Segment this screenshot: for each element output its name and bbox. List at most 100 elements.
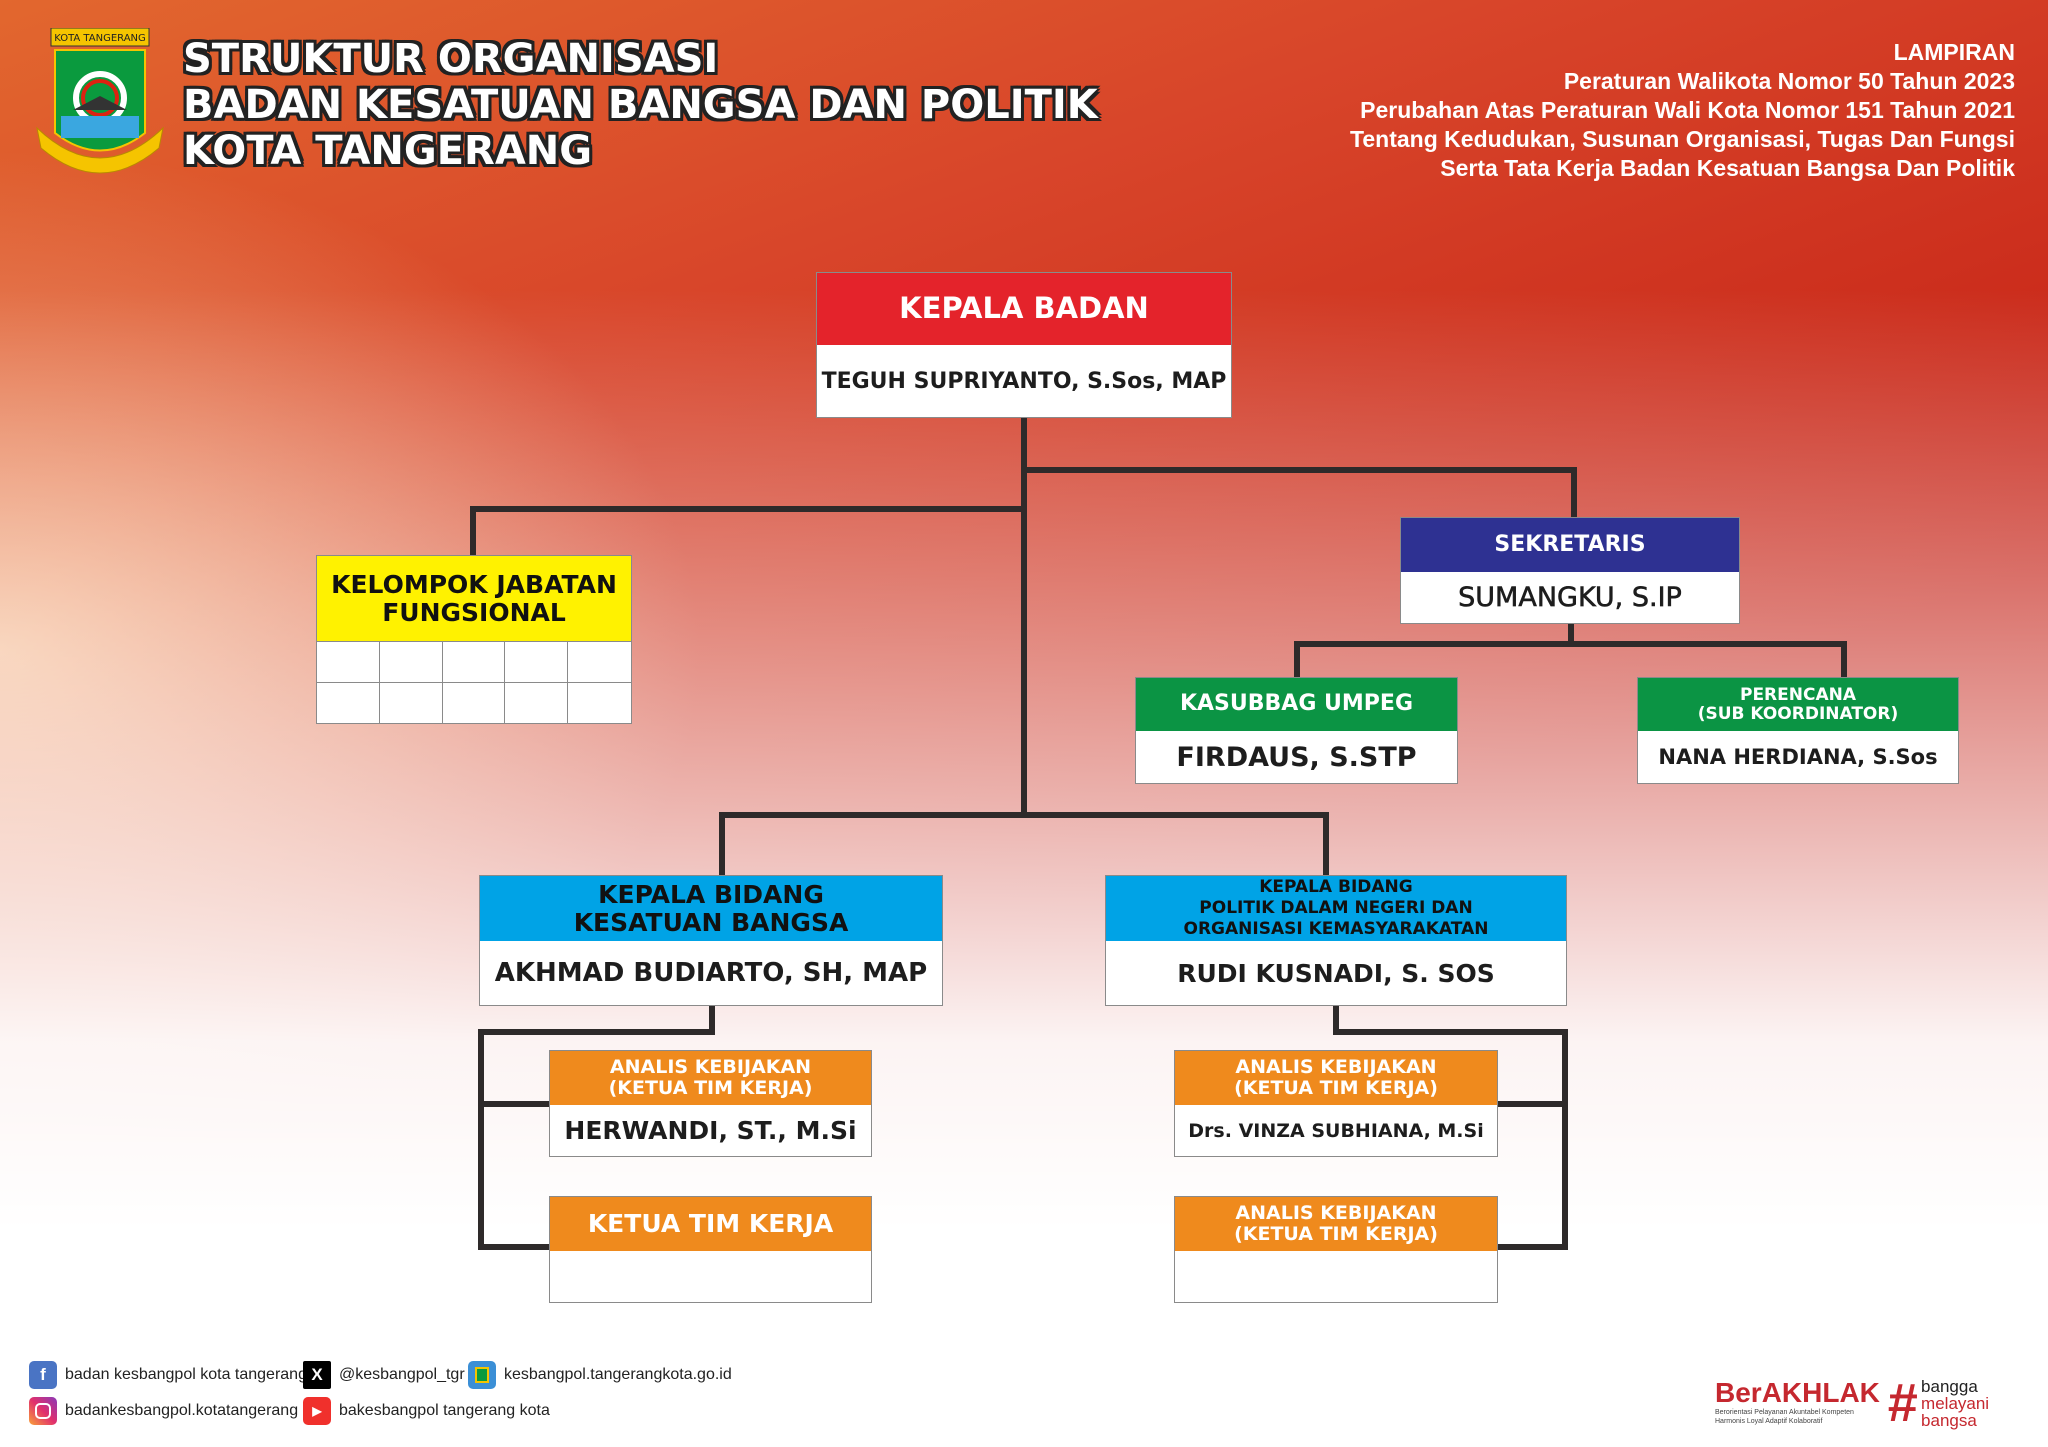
kota-tangerang-logo: KOTA TANGERANG xyxy=(33,27,167,183)
connector xyxy=(470,506,476,555)
position-title: KETUA TIM KERJA xyxy=(550,1197,871,1251)
reference-line: Perubahan Atas Peraturan Wali Kota Nomor… xyxy=(1360,97,2015,123)
reference-line: Serta Tata Kerja Badan Kesatuan Bangsa D… xyxy=(1440,155,2015,181)
bangga-line: melayani xyxy=(1921,1393,1990,1413)
connector xyxy=(1498,1101,1568,1107)
title-line-2: BADAN KESATUAN BANGSA DAN POLITIK xyxy=(183,82,1098,128)
title-line: (KETUA TIM KERJA) xyxy=(1234,1077,1438,1099)
connector xyxy=(478,1029,484,1250)
berakhlak-tagline: Harmonis Loyal Adaptif Kolaboratif xyxy=(1715,1418,1823,1425)
title-line: ANALIS KEBIJAKAN xyxy=(1235,1202,1437,1225)
position-holder: FIRDAUS, S.STP xyxy=(1176,741,1417,773)
page-title: STRUKTUR ORGANISASI BADAN KESATUAN BANGS… xyxy=(183,36,1098,174)
social-text: @kesbangpol_tgr xyxy=(339,1366,465,1383)
title-line: (KETUA TIM KERJA) xyxy=(1234,1223,1438,1245)
reference-line: Peraturan Walikota Nomor 50 Tahun 2023 xyxy=(1563,68,2015,94)
hashtag-icon: # xyxy=(1887,1373,1918,1433)
connector xyxy=(1021,467,1577,473)
connector xyxy=(1498,1244,1568,1250)
analis-kebijakan-left-box: ANALIS KEBIJAKAN (KETUA TIM KERJA) HERWA… xyxy=(549,1050,872,1157)
title-line: (SUB KOORDINATOR) xyxy=(1697,703,1899,724)
kabid-kesatuan-bangsa-box: KEPALA BIDANG KESATUAN BANGSA AKHMAD BUD… xyxy=(479,875,943,1006)
position-title: KELOMPOK JABATAN FUNGSIONAL xyxy=(317,556,631,641)
social-text: kesbangpol.tangerangkota.go.id xyxy=(504,1366,732,1383)
facebook-icon: f xyxy=(29,1361,57,1389)
connector xyxy=(478,1101,549,1107)
connector xyxy=(709,1006,715,1035)
title-line: ORGANISASI KEMASYARAKATAN xyxy=(1183,919,1489,940)
position-title: ANALIS KEBIJAKAN (KETUA TIM KERJA) xyxy=(550,1051,871,1105)
position-holder: SUMANGKU, S.IP xyxy=(1458,582,1682,614)
connector xyxy=(1568,624,1574,646)
title-line: ANALIS KEBIJAKAN xyxy=(609,1056,812,1079)
connector xyxy=(1571,467,1577,517)
title-line-3: KOTA TANGERANG xyxy=(183,128,593,174)
connector xyxy=(1841,641,1847,677)
title-line: KEPALA BIDANG xyxy=(1259,876,1413,897)
kepala-badan-box: KEPALA BADAN TEGUH SUPRIYANTO, S.Sos, MA… xyxy=(816,272,1232,418)
title-line: POLITIK DALAM NEGERI DAN xyxy=(1199,897,1473,918)
connector xyxy=(478,1244,549,1250)
berakhlak-tagline: Berorientasi Pelayanan Akuntabel Kompete… xyxy=(1715,1409,1854,1416)
title-line: KELOMPOK JABATAN xyxy=(331,570,617,599)
title-line-1: STRUKTUR ORGANISASI xyxy=(183,36,719,82)
position-title: PERENCANA (SUB KOORDINATOR) xyxy=(1638,678,1958,731)
position-title: KEPALA BADAN xyxy=(817,273,1231,345)
facebook-link[interactable]: f badan kesbangpol kota tangerang xyxy=(29,1361,307,1389)
connector xyxy=(1333,1006,1339,1035)
website-link[interactable]: kesbangpol.tangerangkota.go.id xyxy=(468,1361,732,1389)
x-icon: X xyxy=(303,1361,331,1389)
title-line: KESATUAN BANGSA xyxy=(573,907,849,937)
connector xyxy=(1021,418,1027,818)
youtube-link[interactable]: ▶ bakesbangpol tangerang kota xyxy=(303,1397,550,1425)
x-link[interactable]: X @kesbangpol_tgr xyxy=(303,1361,465,1389)
connector xyxy=(1333,1029,1568,1035)
title-line: PERENCANA xyxy=(1739,684,1857,705)
kelompok-jabatan-fungsional-box: KELOMPOK JABATAN FUNGSIONAL xyxy=(316,555,632,724)
sekretaris-box: SEKRETARIS SUMANGKU, S.IP xyxy=(1400,517,1740,624)
website-icon xyxy=(468,1361,496,1389)
analis-kebijakan-right-2-box: ANALIS KEBIJAKAN (KETUA TIM KERJA) xyxy=(1174,1196,1498,1303)
position-title: KEPALA BIDANG POLITIK DALAM NEGERI DAN O… xyxy=(1106,876,1566,941)
instagram-link[interactable]: badankesbangpol.kotatangerang xyxy=(29,1397,298,1425)
social-text: badan kesbangpol kota tangerang xyxy=(65,1366,307,1383)
position-holder: Drs. VINZA SUBHIANA, M.Si xyxy=(1188,1119,1484,1142)
youtube-icon: ▶ xyxy=(303,1397,331,1425)
position-holder: NANA HERDIANA, S.Sos xyxy=(1658,745,1938,769)
position-title: ANALIS KEBIJAKAN (KETUA TIM KERJA) xyxy=(1175,1197,1497,1251)
connector xyxy=(1562,1029,1568,1250)
instagram-icon xyxy=(29,1397,57,1425)
kasubbag-umpeg-box: KASUBBAG UMPEG FIRDAUS, S.STP xyxy=(1135,677,1458,784)
connector xyxy=(1294,641,1847,647)
perencana-box: PERENCANA (SUB KOORDINATOR) NANA HERDIAN… xyxy=(1637,677,1959,784)
connector xyxy=(470,506,1027,512)
position-title: KASUBBAG UMPEG xyxy=(1136,678,1457,731)
berakhlak-wordmark: BerAKHLAK xyxy=(1715,1377,1880,1408)
position-holder xyxy=(550,1251,871,1302)
reference-line: LAMPIRAN xyxy=(1893,39,2015,65)
reference-line: Tentang Kedudukan, Susunan Organisasi, T… xyxy=(1350,126,2015,152)
regulation-reference: LAMPIRAN Peraturan Walikota Nomor 50 Tah… xyxy=(1350,38,2015,183)
position-holder: TEGUH SUPRIYANTO, S.Sos, MAP xyxy=(821,368,1227,394)
fungsional-grid xyxy=(317,641,631,723)
bangga-melayani-bangsa-logo: # bangga melayani bangsa xyxy=(1887,1376,1989,1430)
ketua-tim-kerja-left-box: KETUA TIM KERJA xyxy=(549,1196,872,1303)
svg-text:KOTA TANGERANG: KOTA TANGERANG xyxy=(54,33,146,44)
title-line: KEPALA BIDANG xyxy=(598,880,824,909)
title-line: ANALIS KEBIJAKAN xyxy=(1235,1056,1437,1079)
position-holder xyxy=(1175,1251,1497,1302)
position-holder: AKHMAD BUDIARTO, SH, MAP xyxy=(494,958,928,988)
social-text: bakesbangpol tangerang kota xyxy=(339,1402,550,1419)
position-title: KEPALA BIDANG KESATUAN BANGSA xyxy=(480,876,942,941)
analis-kebijakan-right-1-box: ANALIS KEBIJAKAN (KETUA TIM KERJA) Drs. … xyxy=(1174,1050,1498,1157)
kabid-politik-box: KEPALA BIDANG POLITIK DALAM NEGERI DAN O… xyxy=(1105,875,1567,1006)
berakhlak-logo: BerAKHLAK Berorientasi Pelayanan Akuntab… xyxy=(1715,1378,1880,1426)
connector xyxy=(719,812,725,875)
connector xyxy=(478,1029,715,1035)
connector xyxy=(1323,812,1329,875)
title-line: (KETUA TIM KERJA) xyxy=(608,1077,813,1099)
title-line: FUNGSIONAL xyxy=(382,597,566,627)
position-holder: HERWANDI, ST., M.Si xyxy=(564,1116,857,1145)
bangga-line: bangga xyxy=(1921,1376,1978,1396)
position-holder: RUDI KUSNADI, S. SOS xyxy=(1177,958,1495,988)
